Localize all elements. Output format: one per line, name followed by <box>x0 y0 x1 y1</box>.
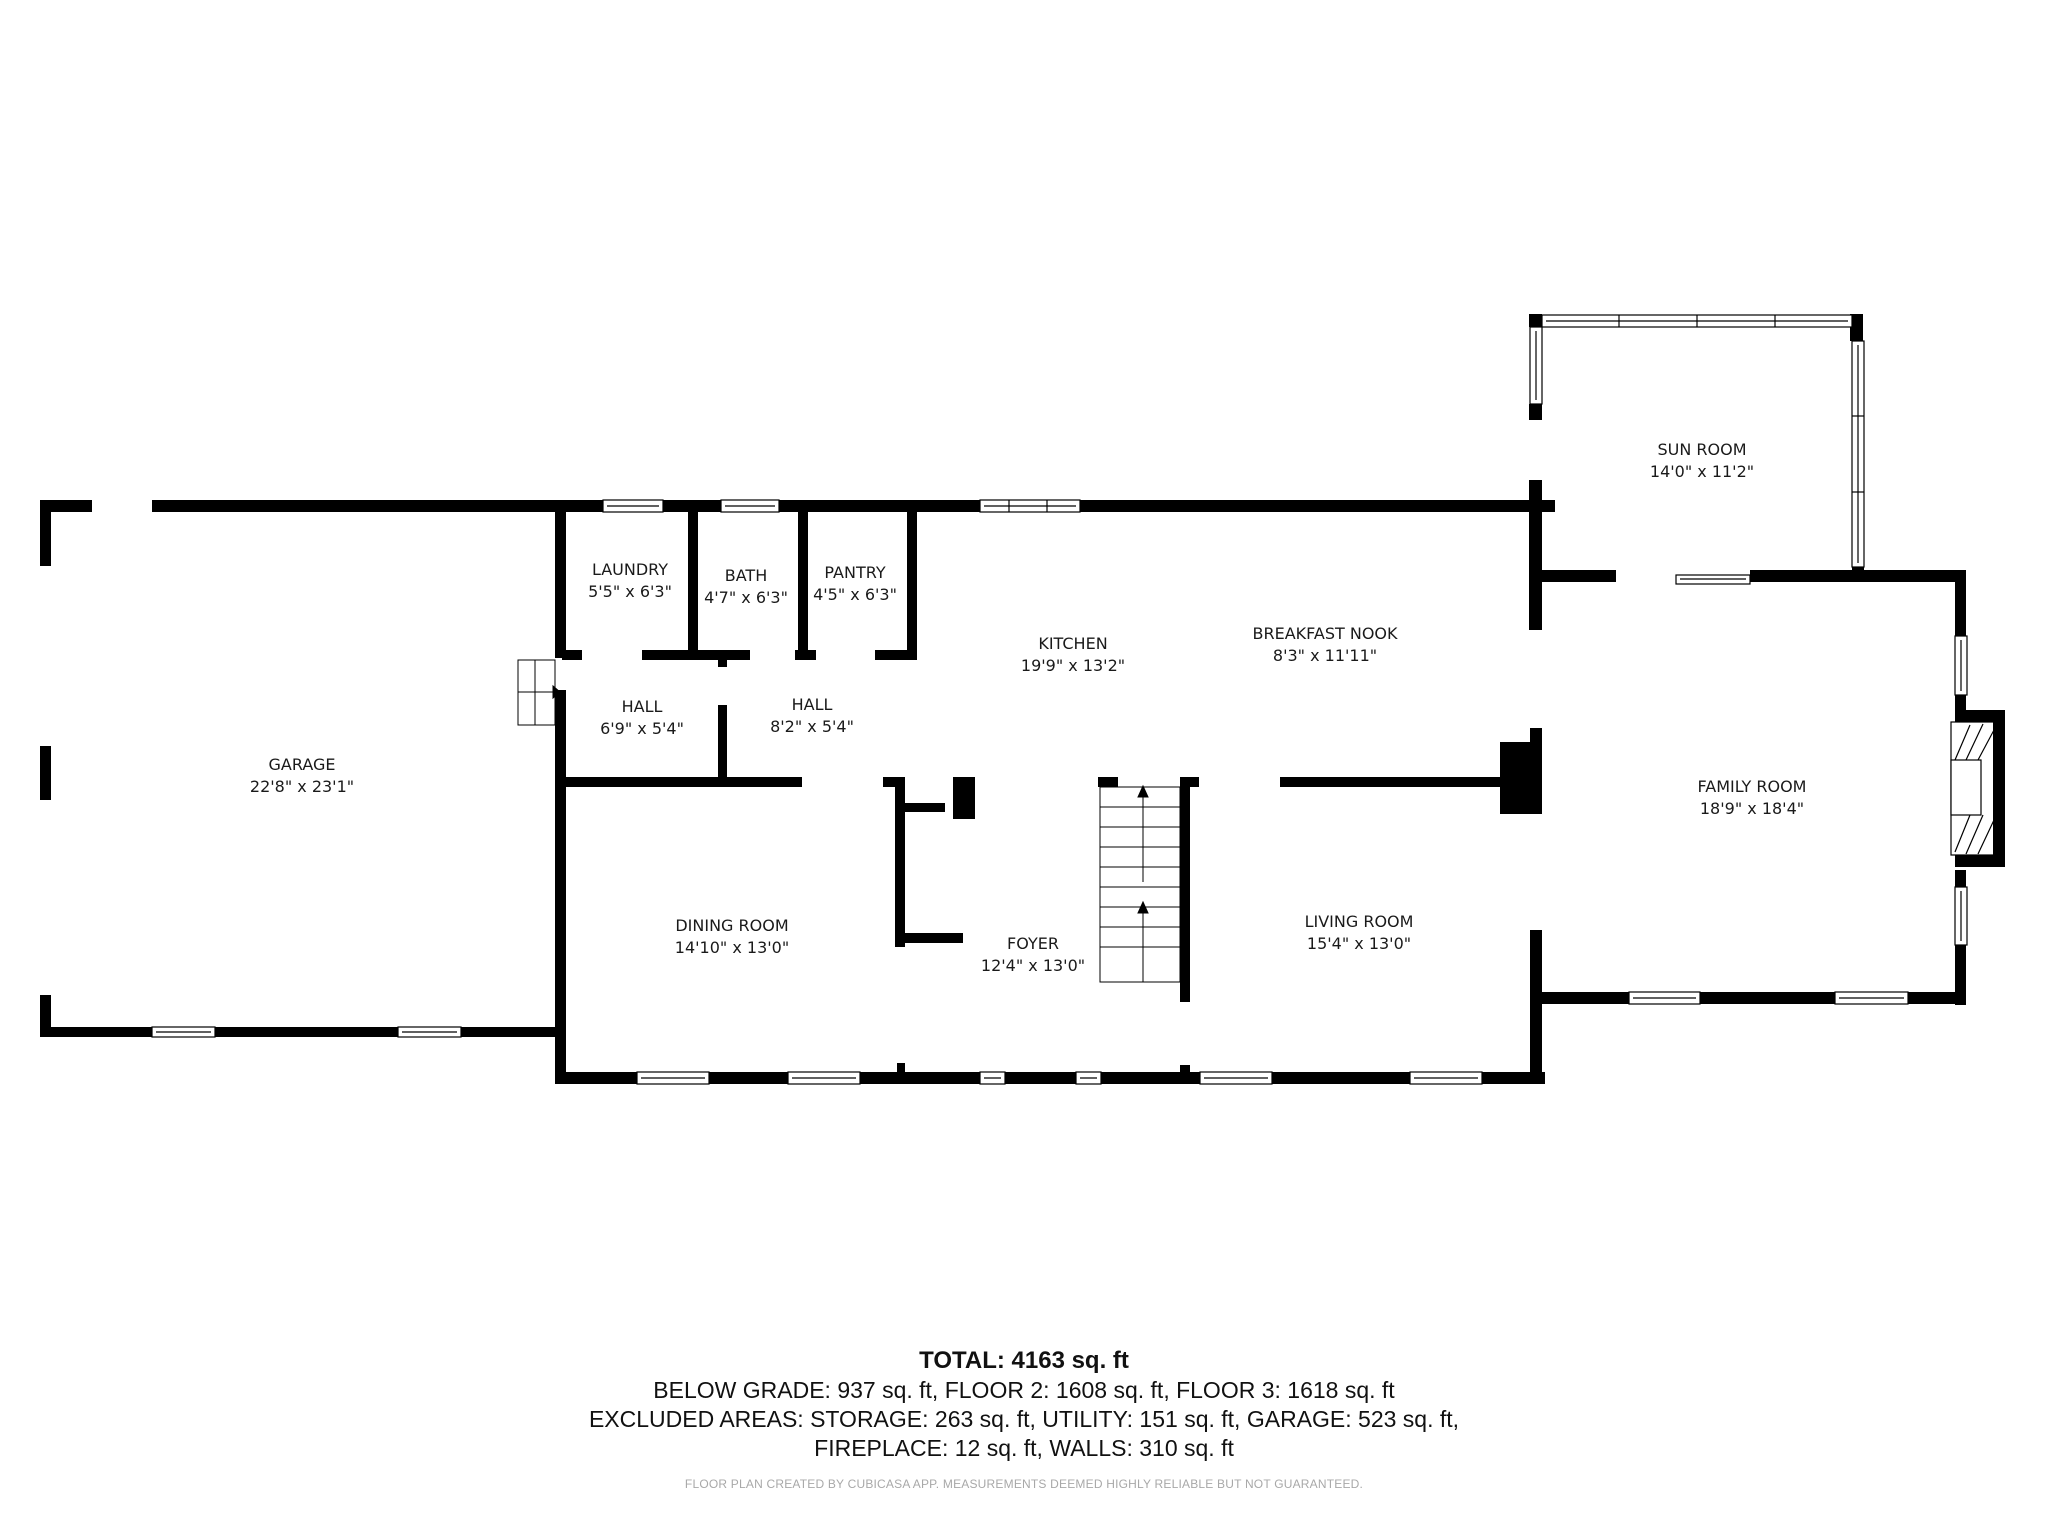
excluded-areas: EXCLUDED AREAS: STORAGE: 263 sq. ft, UTI… <box>588 1406 1460 1432</box>
room-name: PANTRY <box>824 563 886 582</box>
room-living-room: LIVING ROOM 15'4" x 13'0" <box>1305 911 1414 955</box>
excluded-areas-continued: FIREPLACE: 12 sq. ft, WALLS: 310 sq. ft <box>814 1435 1234 1461</box>
room-name: DINING ROOM <box>675 916 789 935</box>
room-dimensions: 4'7" x 6'3" <box>704 588 788 607</box>
credit-disclaimer: FLOOR PLAN CREATED BY CUBICASA APP. MEAS… <box>684 1477 1364 1491</box>
room-family-room: FAMILY ROOM 18'9" x 18'4" <box>1698 776 1807 820</box>
room-hall-1: HALL 6'9" x 5'4" <box>600 696 684 740</box>
total-area: TOTAL: 4163 sq. ft <box>919 1347 1129 1374</box>
room-name: LAUNDRY <box>591 560 669 579</box>
room-name: LIVING ROOM <box>1304 912 1414 931</box>
room-name: KITCHEN <box>1038 634 1108 653</box>
room-hall-2: HALL 8'2" x 5'4" <box>770 694 854 738</box>
room-name: FAMILY ROOM <box>1697 777 1807 796</box>
room-dimensions: 12'4" x 13'0" <box>980 956 1086 975</box>
room-dimensions: 14'10" x 13'0" <box>674 938 790 957</box>
room-name: HALL <box>791 695 833 714</box>
garage-steps-icon <box>517 659 561 726</box>
room-dimensions: 14'0" x 11'2" <box>1649 462 1755 481</box>
room-dimensions: 6'9" x 5'4" <box>600 719 684 738</box>
room-name: FOYER <box>1007 934 1059 953</box>
room-name: GARAGE <box>268 755 336 774</box>
walls <box>40 314 2005 1084</box>
room-name: BREAKFAST NOOK <box>1252 624 1398 643</box>
room-dimensions: 8'2" x 5'4" <box>770 717 854 736</box>
fireplace-icon <box>1950 721 1995 856</box>
room-dining-room: DINING ROOM 14'10" x 13'0" <box>675 915 789 959</box>
room-foyer: FOYER 12'4" x 13'0" <box>981 933 1085 977</box>
windows <box>151 314 1968 1085</box>
room-garage: GARAGE 22'8" x 23'1" <box>250 754 354 798</box>
room-dimensions: 8'3" x 11'11" <box>1272 646 1378 665</box>
room-sun-room: SUN ROOM 14'0" x 11'2" <box>1650 439 1754 483</box>
room-dimensions: 15'4" x 13'0" <box>1306 934 1412 953</box>
room-bath: BATH 4'7" x 6'3" <box>704 565 788 609</box>
room-breakfast-nook: BREAKFAST NOOK 8'3" x 11'11" <box>1253 623 1398 667</box>
room-laundry: LAUNDRY 5'5" x 6'3" <box>588 559 672 603</box>
room-dimensions: 22'8" x 23'1" <box>249 777 355 796</box>
room-dimensions: 5'5" x 6'3" <box>588 582 672 601</box>
area-summary: TOTAL: 4163 sq. ft BELOW GRADE: 937 sq. … <box>0 1346 2048 1491</box>
room-name: SUN ROOM <box>1657 440 1747 459</box>
room-pantry: PANTRY 4'5" x 6'3" <box>813 562 897 606</box>
room-dimensions: 4'5" x 6'3" <box>813 585 897 604</box>
room-dimensions: 18'9" x 18'4" <box>1699 799 1805 818</box>
staircase-icon <box>1099 784 1181 983</box>
room-name: BATH <box>724 566 768 585</box>
floor-areas: BELOW GRADE: 937 sq. ft, FLOOR 2: 1608 s… <box>653 1377 1395 1403</box>
room-dimensions: 19'9" x 13'2" <box>1020 656 1126 675</box>
room-kitchen: KITCHEN 19'9" x 13'2" <box>1021 633 1125 677</box>
room-name: HALL <box>621 697 663 716</box>
